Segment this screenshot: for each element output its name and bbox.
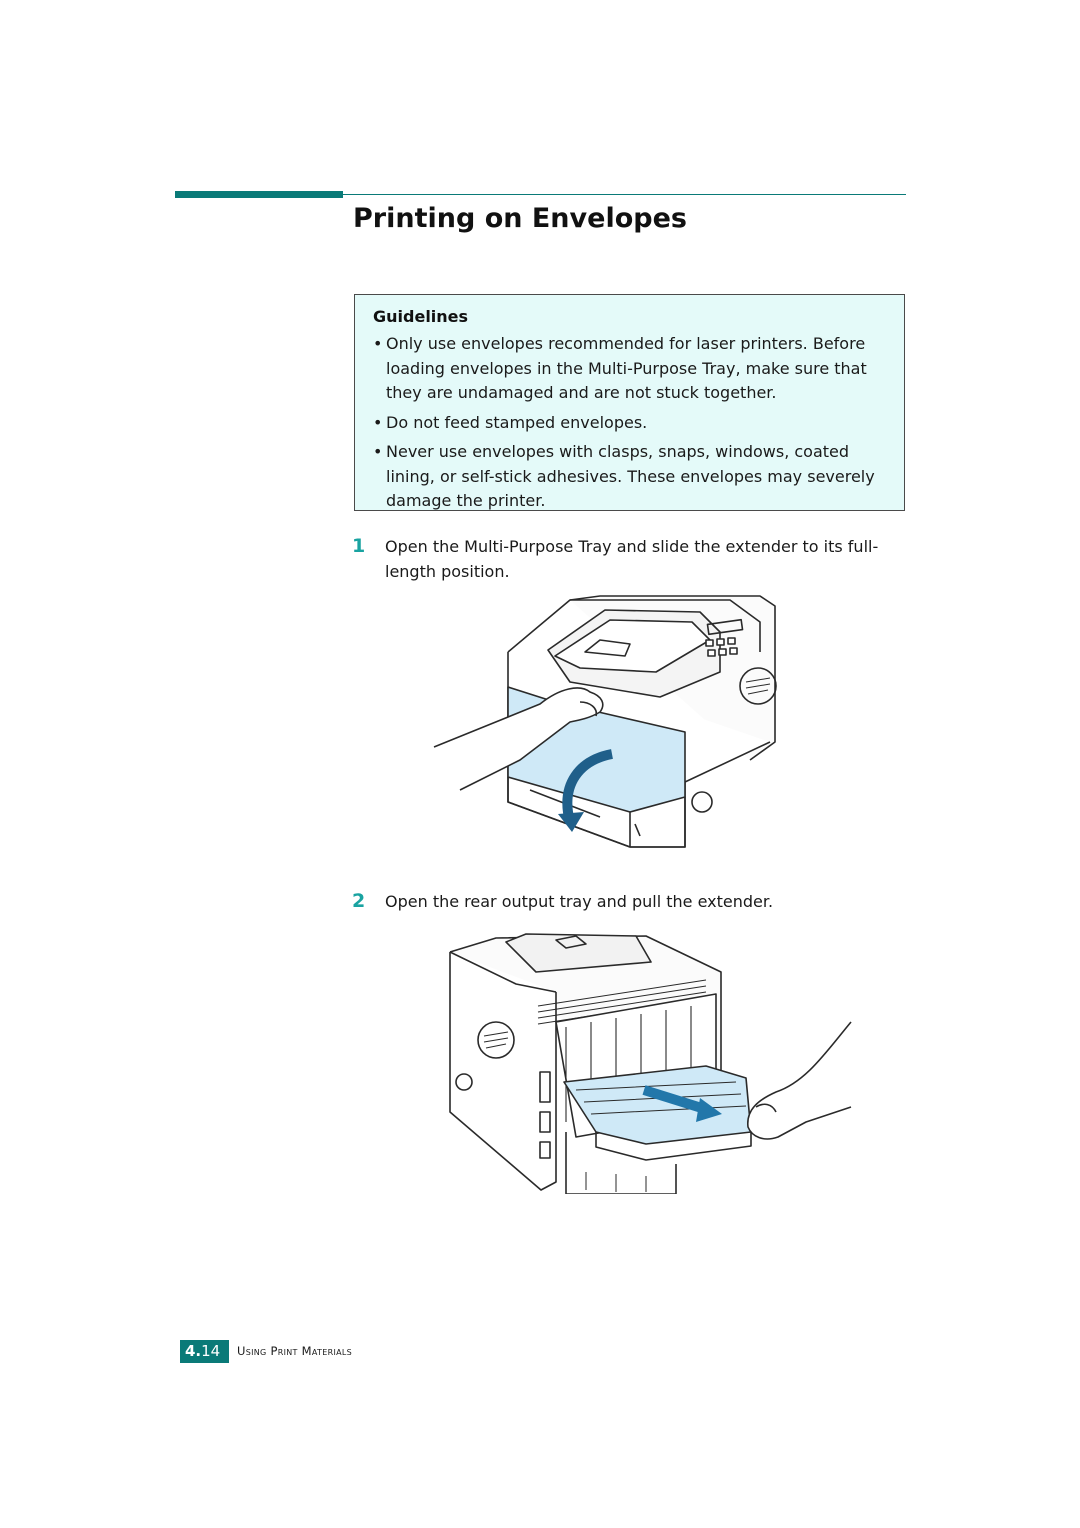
printer-front-open-tray-illustration bbox=[433, 595, 777, 848]
printer-rear-output-tray-illustration bbox=[449, 933, 852, 1194]
step-text: Open the Multi-Purpose Tray and slide th… bbox=[385, 537, 879, 581]
guidelines-list: •Only use envelopes recommended for lase… bbox=[373, 332, 886, 514]
guidelines-heading: Guidelines bbox=[373, 307, 469, 326]
section-name: Using Print Materials bbox=[237, 1344, 353, 1358]
guideline-text: Only use envelopes recommended for laser… bbox=[386, 334, 867, 402]
header-rule-thin bbox=[343, 194, 906, 195]
step-text: Open the rear output tray and pull the e… bbox=[385, 892, 774, 911]
page-title: Printing on Envelopes bbox=[353, 203, 687, 234]
bullet-icon: • bbox=[373, 412, 383, 432]
guidelines-box: Guidelines •Only use envelopes recommend… bbox=[354, 294, 905, 511]
guideline-text: Never use envelopes with clasps, snaps, … bbox=[386, 442, 875, 510]
chapter-number: 4. bbox=[185, 1342, 202, 1360]
page-number-badge: 4.14 bbox=[180, 1340, 229, 1363]
guideline-item: •Never use envelopes with clasps, snaps,… bbox=[373, 440, 886, 514]
bullet-icon: • bbox=[373, 334, 383, 353]
step-number: 1 bbox=[352, 535, 366, 557]
step-number: 2 bbox=[352, 890, 366, 912]
bullet-icon: • bbox=[373, 442, 383, 461]
guideline-item: •Only use envelopes recommended for lase… bbox=[373, 332, 886, 406]
page-number: 14 bbox=[201, 1342, 221, 1360]
guideline-item: •Do not feed stamped envelopes. bbox=[373, 411, 886, 436]
header-rule-thick bbox=[175, 191, 343, 198]
guideline-text: Do not feed stamped envelopes. bbox=[386, 412, 648, 432]
